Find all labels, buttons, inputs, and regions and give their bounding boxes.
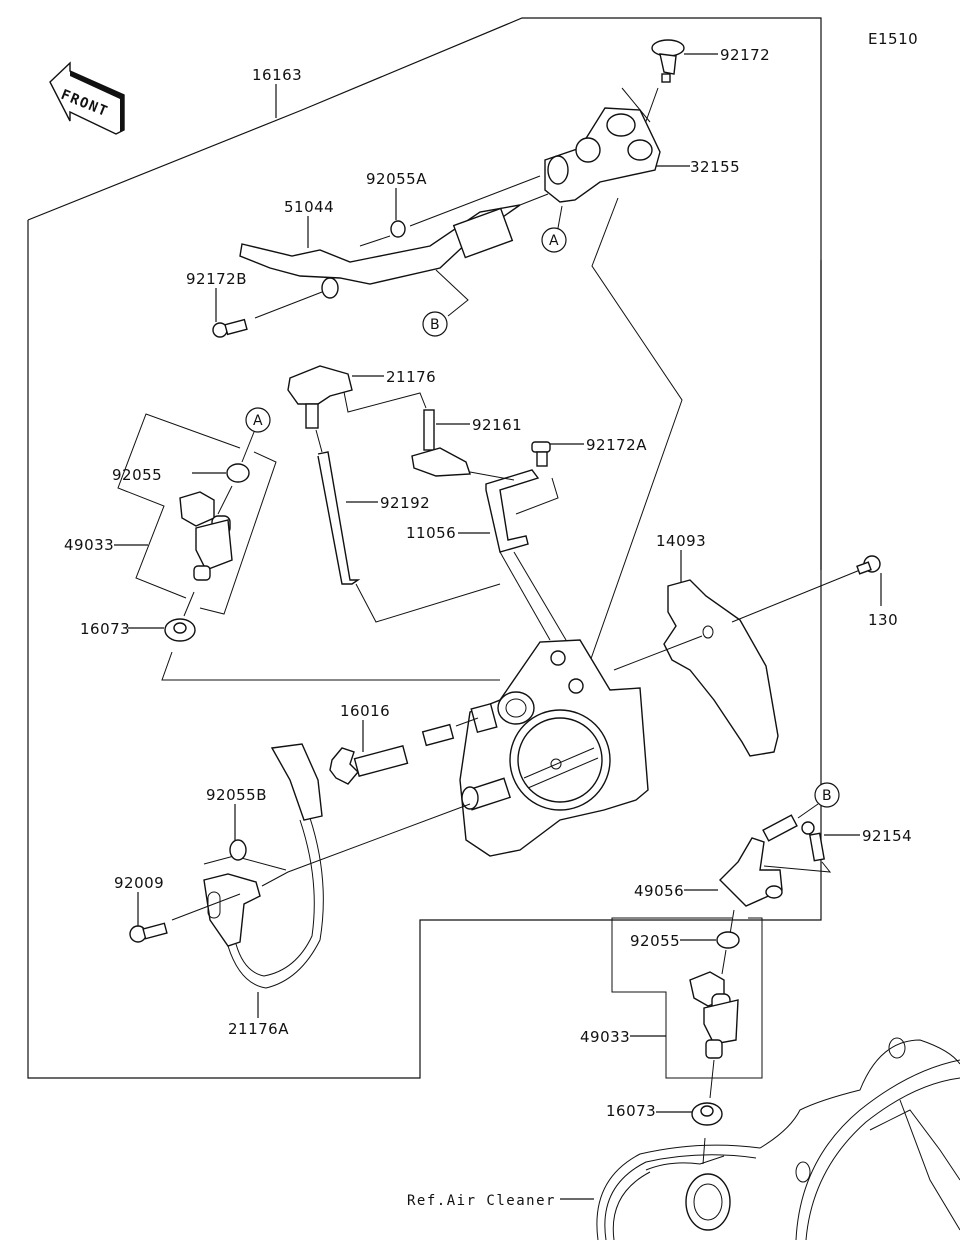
guide-line	[315, 429, 323, 453]
callout-92172B: 92172B	[186, 270, 247, 288]
guide-line	[519, 193, 549, 206]
callout-49056: 49056	[634, 882, 684, 900]
guide-line	[359, 235, 391, 247]
guide-line	[241, 431, 255, 463]
guide-line	[763, 861, 832, 873]
fuel-pipe-51044	[239, 204, 521, 299]
marker-a-2-label: A	[253, 413, 263, 429]
guide-line	[513, 551, 567, 641]
callout-21176: 21176	[386, 368, 436, 386]
ref-air-cleaner-label: Ref.Air Cleaner	[407, 1193, 556, 1209]
callout-92055B: 92055B	[206, 786, 267, 804]
grommet-16073-bottom	[691, 1102, 723, 1126]
marker-b-label: B	[430, 317, 440, 333]
callout-21176A: 21176A	[228, 1020, 289, 1038]
diagram-code: E1510	[868, 30, 918, 48]
sensor-21176	[287, 365, 353, 429]
guide-line	[709, 1059, 715, 1099]
group-bracket	[199, 451, 277, 615]
callout-130: 130	[868, 611, 898, 629]
marker-b-2-label: B	[822, 788, 832, 804]
grommet-16073-top	[164, 618, 196, 642]
guide-line	[343, 391, 427, 413]
marker-b-2	[814, 782, 840, 808]
guide-line	[499, 551, 551, 641]
marker-b	[422, 311, 448, 337]
callout-92055-top: 92055	[112, 466, 162, 484]
front-arrow-icon: FRONT	[49, 61, 125, 135]
guide-line	[797, 803, 819, 819]
callout-92154: 92154	[862, 827, 912, 845]
guide-line	[557, 205, 563, 229]
guide-line	[702, 1137, 706, 1165]
valve-16016	[329, 723, 455, 785]
bracket-11056	[469, 469, 540, 553]
sensor-49033-top	[179, 491, 233, 581]
marker-a-2	[245, 407, 271, 433]
callout-49033-top: 49033	[64, 536, 114, 554]
callout-92172: 92172	[720, 46, 770, 64]
guide-line	[254, 291, 323, 319]
guide-line	[409, 175, 541, 227]
oring-92055B	[229, 839, 247, 861]
guide-line	[515, 477, 559, 515]
marker-a	[541, 227, 567, 253]
cover-14093	[663, 579, 779, 757]
callout-16073-bottom: 16073	[606, 1102, 656, 1120]
guide-line	[203, 855, 287, 871]
guide-line	[455, 717, 479, 727]
bracket-32155	[544, 107, 661, 203]
group-bracket	[611, 917, 763, 1079]
callout-11056: 11056	[406, 524, 456, 542]
guide-line	[261, 803, 471, 887]
bolt-130	[856, 555, 881, 575]
screw-92172A	[531, 441, 551, 467]
callout-92009: 92009	[114, 874, 164, 892]
sensor-49033-bottom	[689, 971, 739, 1059]
callout-92055A: 92055A	[366, 170, 427, 188]
sensor-21176A	[203, 743, 324, 989]
bolt-92154	[801, 821, 825, 862]
callout-51044: 51044	[284, 198, 334, 216]
oring-92055A	[390, 220, 406, 238]
screw-92009	[129, 922, 168, 943]
assembly-outline	[27, 17, 822, 1079]
guide-line	[435, 269, 469, 317]
callout-16163: 16163	[252, 66, 302, 84]
callout-92192: 92192	[380, 494, 430, 512]
fitting-49056	[719, 814, 798, 907]
callout-92161: 92161	[472, 416, 522, 434]
hose-92192	[317, 451, 361, 585]
guide-line	[729, 909, 735, 935]
guide-line	[161, 651, 500, 681]
guide-line	[731, 569, 861, 623]
throttle-body	[459, 639, 649, 857]
screw-92172B	[212, 318, 248, 338]
marker-a-label: A	[549, 233, 559, 249]
guide-line	[217, 485, 233, 515]
guide-line	[171, 893, 241, 921]
guide-line	[579, 197, 683, 691]
guide-line	[355, 583, 501, 623]
guide-line	[613, 635, 703, 671]
guide-line	[621, 87, 651, 123]
oring-92055-top	[226, 463, 250, 483]
oring-92055-bottom	[716, 931, 740, 949]
group-bracket	[117, 413, 241, 599]
callout-16073-top: 16073	[80, 620, 130, 638]
guide-line	[721, 949, 727, 975]
callout-14093: 14093	[656, 532, 706, 550]
callout-92172A: 92172A	[586, 436, 647, 454]
air-cleaner-housing	[596, 1037, 960, 1240]
screw-92172	[651, 39, 685, 83]
callout-49033-bottom: 49033	[580, 1028, 630, 1046]
callout-32155: 32155	[690, 158, 740, 176]
callout-92055-bottom: 92055	[630, 932, 680, 950]
callout-16016: 16016	[340, 702, 390, 720]
guide-line	[183, 591, 195, 617]
nipple-92161	[411, 409, 471, 477]
